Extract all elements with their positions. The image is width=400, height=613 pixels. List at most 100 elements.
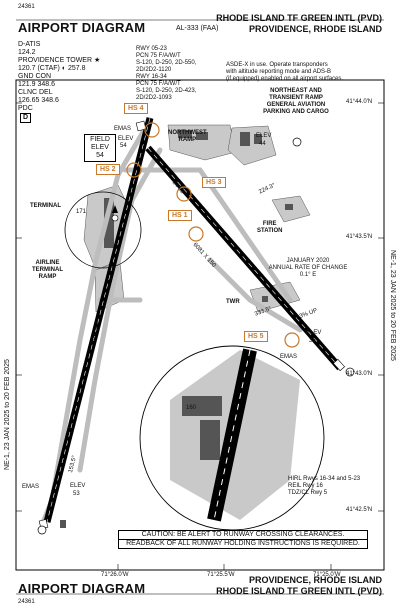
terminal-inset-circle bbox=[64, 191, 142, 269]
emas-sw-label: EMAS bbox=[22, 484, 40, 490]
north-arrow bbox=[111, 205, 119, 222]
field-elevation-box: FIELD ELEV 54 bbox=[84, 134, 116, 162]
runway-5-23 bbox=[145, 145, 343, 371]
lat-label: 41°42.5'N bbox=[346, 507, 373, 513]
lat-label: 41°44.0'N bbox=[346, 99, 373, 105]
terminal-label: TERMINAL bbox=[30, 203, 61, 209]
graticule bbox=[16, 102, 384, 570]
d-symbol: D bbox=[20, 113, 32, 123]
asde-line: (if equipped) enabled on all airport sur… bbox=[226, 76, 344, 82]
long-label: 71°26.0'W bbox=[101, 572, 129, 578]
rwy-info-line: PCN 75 F/A/W/T bbox=[136, 53, 181, 59]
northwest-ramp-label: NORTHWEST RAMP bbox=[168, 130, 207, 143]
caution-line: CAUTION: BE ALERT TO RUNWAY CROSSING CLE… bbox=[118, 530, 368, 540]
emas-se-label: EMAS bbox=[280, 354, 298, 360]
freq-line: GND CON bbox=[18, 73, 52, 80]
alsf-symbols bbox=[37, 137, 355, 535]
location-top: PROVIDENCE, RHODE ISLAND bbox=[248, 24, 382, 34]
terminal-building bbox=[104, 198, 114, 248]
airport-name-bottom: RHODE ISLAND TF GREEN INTL (PVD) bbox=[216, 586, 382, 596]
field-elev-sub: ELEV bbox=[91, 144, 109, 151]
inset-elev-160: 160 bbox=[186, 405, 197, 411]
caution-note: CAUTION: BE ALERT TO RUNWAY CROSSING CLE… bbox=[118, 530, 368, 549]
ramp-line: GENERAL AVIATION bbox=[266, 102, 326, 108]
elev-sw-label: ELEV bbox=[70, 483, 86, 489]
title-top: AIRPORT DIAGRAM bbox=[18, 20, 146, 35]
lighting-line: TDZ/CL Rwy 5 bbox=[288, 490, 328, 496]
caution-line: READBACK OF ALL RUNWAY HOLDING INSTRUCTI… bbox=[118, 540, 368, 549]
chart-frame bbox=[15, 79, 385, 571]
ramp-line: NORTHEAST AND bbox=[270, 88, 322, 94]
elev-nw-label: ELEV bbox=[118, 136, 134, 142]
doc-number-bottom: 24361 bbox=[18, 599, 35, 605]
long-label: 71°25.0'W bbox=[313, 572, 341, 578]
chart-code: AL-333 (FAA) bbox=[176, 25, 219, 32]
variation-line: ANNUAL RATE OF CHANGE bbox=[268, 265, 348, 271]
freq-line: PDC bbox=[18, 105, 33, 112]
airline-terminal-ramp-label: AIRLINE TERMINAL RAMP bbox=[32, 260, 63, 280]
hot-spot-1[interactable]: HS 1 bbox=[168, 210, 192, 221]
rwy-info-line: PCN 75 F/A/W/T bbox=[136, 81, 181, 87]
airport-name-top: RHODE ISLAND TF GREEN INTL (PVD) bbox=[216, 13, 382, 23]
northeast-ramp-note: NORTHEAST AND TRANSIENT RAMP GENERAL AVI… bbox=[246, 88, 346, 116]
northeast-ramp-area bbox=[227, 125, 277, 166]
hot-spot-2[interactable]: HS 2 bbox=[96, 164, 120, 175]
frequency-block: D-ATIS 124.2 PROVIDENCE TOWER ★ 120.7 (C… bbox=[18, 41, 118, 113]
field-elev-value: 54 bbox=[96, 152, 104, 159]
rwy-info-line: RWY 05-23 bbox=[136, 46, 167, 52]
freq-line: 121.9 348.6 bbox=[18, 81, 55, 88]
fire-station-label: FIRE STATION bbox=[257, 221, 283, 234]
freq-line: D-ATIS bbox=[18, 41, 41, 48]
asde-line: ASDE-X in use. Operate transponders bbox=[226, 62, 328, 68]
runway-info-block: RWY 05-23 PCN 75 F/A/W/T S-120, D-250, 2… bbox=[136, 46, 216, 102]
variation-line: 0.1° E bbox=[299, 272, 317, 278]
freq-line: 126.65 348.6 bbox=[18, 97, 59, 104]
variation-line: JANUARY 2020 bbox=[286, 258, 330, 264]
rwy-info-line: 2D/2D2-1093 bbox=[136, 95, 172, 101]
fire-station-building bbox=[285, 204, 293, 210]
freq-line: 120.7 (CTAF) ◐ 257.8 bbox=[18, 65, 86, 72]
asde-note: ASDE-X in use. Operate transponders with… bbox=[226, 62, 376, 83]
elev-se-value: 33 bbox=[309, 338, 316, 344]
magnetic-variation: JANUARY 2020 ANNUAL RATE OF CHANGE 0.1° … bbox=[258, 258, 358, 279]
ramp-line: PARKING AND CARGO bbox=[263, 109, 329, 115]
elev-ne-label: ELEV bbox=[256, 133, 272, 139]
long-label: 71°25.5'W bbox=[207, 572, 235, 578]
hot-spot-5[interactable]: HS 5 bbox=[244, 331, 268, 342]
asde-line: with altitude reporting mode and ADS-B bbox=[226, 69, 332, 75]
hot-spot-circles bbox=[126, 122, 300, 348]
lat-label: 41°43.5'N bbox=[346, 234, 373, 240]
title-bottom: AIRPORT DIAGRAM bbox=[18, 581, 146, 596]
lighting-note: HIRL Rwys 16-34 and 5-23 REIL Rwy 16 TDZ… bbox=[288, 476, 378, 497]
location-bottom: PROVIDENCE, RHODE ISLAND bbox=[248, 575, 382, 585]
lighting-line: HIRL Rwys 16-34 and 5-23 bbox=[288, 476, 361, 482]
lat-label: 41°43.0'N bbox=[346, 371, 373, 377]
validity-right: NE-1, 23 JAN 2025 to 20 FEB 2025 bbox=[389, 250, 396, 361]
emas-nw-label: EMAS bbox=[114, 126, 132, 132]
runway-16-34 bbox=[43, 117, 154, 523]
field-elev-title: FIELD bbox=[90, 136, 110, 143]
buildings bbox=[60, 130, 293, 528]
elev-nw-value: 54 bbox=[120, 143, 127, 149]
hot-spot-3[interactable]: HS 3 bbox=[202, 177, 226, 188]
rwy-info-line: S-120, D-250, 2D-423, bbox=[136, 88, 197, 94]
ramp-line: TRANSIENT RAMP bbox=[269, 95, 323, 101]
twr-label: TWR bbox=[226, 299, 240, 305]
rwy-info-line: S-120, D-250, 2D-550, bbox=[136, 60, 197, 66]
rwy-info-line: RWY 16-34 bbox=[136, 74, 167, 80]
twr-building bbox=[262, 296, 268, 302]
elev-ne-value: 44 bbox=[259, 141, 266, 147]
doc-number-top: 24361 bbox=[18, 4, 35, 10]
lighting-line: REIL Rwy 16 bbox=[288, 483, 323, 489]
inset-elev-171: 171 bbox=[76, 209, 87, 215]
rwy-info-line: 2D/2D2-1120 bbox=[136, 67, 172, 73]
freq-line: PROVIDENCE TOWER ★ bbox=[18, 57, 101, 64]
hot-spot-4[interactable]: HS 4 bbox=[124, 103, 148, 114]
elev-sw-value: 53 bbox=[73, 491, 80, 497]
elev-se-label: ELEV bbox=[306, 330, 322, 336]
validity-left: NE-1, 23 JAN 2025 to 20 FEB 2025 bbox=[4, 359, 11, 470]
freq-line: CLNC DEL bbox=[18, 89, 53, 96]
runway-inset bbox=[139, 345, 325, 531]
freq-line: 124.2 bbox=[18, 49, 36, 56]
